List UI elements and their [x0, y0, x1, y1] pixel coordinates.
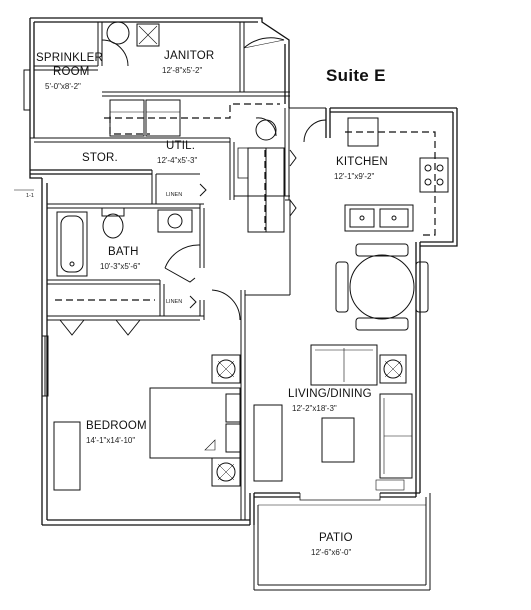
windows — [41, 335, 49, 397]
patio-area — [253, 493, 431, 591]
sprinkler-room-label-line1: SPRINKLER — [36, 52, 103, 64]
section-mark: 1-1 — [26, 193, 34, 199]
utility-label: UTIL. — [166, 140, 196, 152]
exterior-walls — [29, 17, 458, 526]
kitchen-dimensions: 12'-1"x9'-2" — [334, 172, 375, 181]
bedroom-dimensions: 14'-1"x14'-10" — [86, 436, 136, 445]
janitor-label: JANITOR — [164, 50, 215, 62]
storage-label: STOR. — [82, 152, 118, 164]
bath-dimensions: 10'-3"x5'-6" — [100, 262, 141, 271]
janitor-dimensions: 12'-8"x5'-2" — [162, 66, 203, 75]
bedroom-furniture — [53, 354, 241, 491]
doors — [59, 37, 327, 336]
bedroom-label: BEDROOM — [86, 420, 147, 432]
interior-walls — [34, 22, 326, 520]
kitchen-label: KITCHEN — [336, 156, 388, 168]
suite-title: Suite E — [326, 66, 386, 85]
patio-label: PATIO — [319, 532, 353, 544]
utility-dimensions: 12'-4"x5'-3" — [157, 156, 198, 165]
living-dining-label: LIVING/DINING — [288, 388, 372, 400]
patio-dimensions: 12'-6"x6'-0" — [311, 548, 352, 557]
utility-equipment — [109, 99, 285, 233]
sprinkler-room-label-line2: ROOM — [53, 66, 90, 78]
kitchen-fixtures — [335, 117, 449, 331]
sprinkler-equipment — [23, 21, 160, 111]
living-furniture — [253, 344, 413, 491]
sprinkler-room-dimensions: 5'-0"x8'-2" — [45, 82, 81, 91]
linen-label-lower: LINEN — [166, 299, 183, 305]
linen-label-upper: LINEN — [166, 192, 183, 198]
bath-label: BATH — [108, 246, 139, 258]
bath-fixtures — [56, 207, 193, 277]
living-dining-dimensions: 12'-2"x18'-3" — [292, 404, 337, 413]
